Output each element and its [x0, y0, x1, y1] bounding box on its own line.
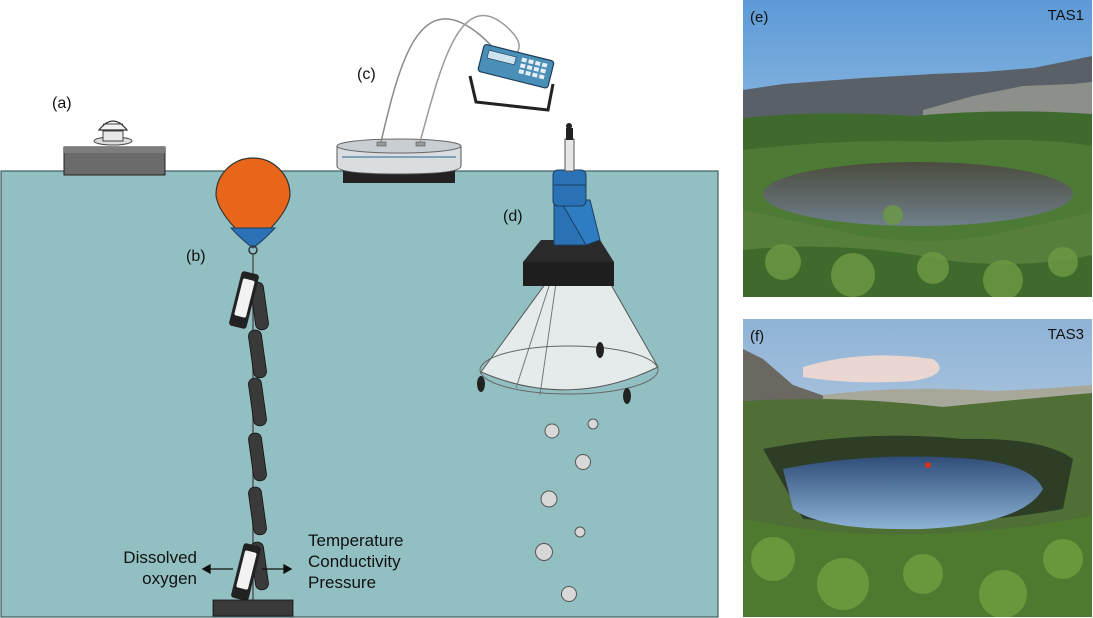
oxygen-line: oxygen: [142, 569, 197, 588]
pressure-line: Pressure: [308, 573, 377, 592]
buoy: [215, 157, 291, 255]
bubble-trap: [477, 123, 659, 404]
dissolved-oxygen-label: Dissolved oxygen: [90, 547, 197, 589]
panel-label-d: (d): [503, 208, 523, 225]
weather-station: [63, 120, 166, 176]
mooring-chain: [212, 254, 294, 617]
gas-bubbles: [535, 418, 599, 602]
photo-tag-e: (e): [750, 9, 769, 26]
panel-label-c: (c): [357, 66, 376, 83]
sensor-arrows: [201, 563, 293, 575]
tcp-label: Temperature Conductivity Pressure: [308, 530, 403, 593]
photo-tag-f: (f): [750, 328, 765, 345]
dissolved-line: Dissolved: [123, 548, 197, 567]
site-photo-tas3: (f) TAS3: [743, 319, 1092, 617]
site-photo-tas1: (e) TAS1: [743, 0, 1092, 297]
site-name-tas3: TAS3: [1047, 326, 1084, 343]
site-name-tas1: TAS1: [1047, 7, 1084, 24]
temperature-line: Temperature: [308, 531, 404, 550]
panel-label-b: (b): [186, 248, 206, 265]
floating-chamber: [336, 14, 520, 183]
conductivity-line: Conductivity: [308, 552, 401, 571]
panel-label-a: (a): [52, 95, 72, 112]
handheld-analyser: [468, 43, 555, 112]
